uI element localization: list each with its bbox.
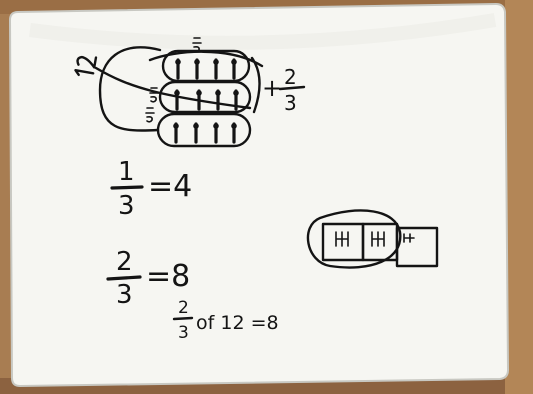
eq2-numerator: 2 bbox=[116, 247, 133, 277]
eq1-numerator: 1 bbox=[118, 157, 135, 187]
equation-two-thirds-of-twelve: 2 3 of 12 =8 bbox=[172, 298, 279, 343]
connector-line bbox=[94, 66, 252, 110]
result-plus: + bbox=[262, 74, 282, 102]
bar-part-3-marks bbox=[403, 233, 415, 243]
whole-label bbox=[74, 55, 98, 77]
bar-part-1-marks bbox=[335, 231, 349, 247]
table-right-edge bbox=[505, 0, 533, 394]
result-numerator: 2 bbox=[284, 65, 297, 89]
eq2-fraction-bar bbox=[106, 275, 142, 281]
third-label-top bbox=[192, 37, 202, 53]
third-label-bottom bbox=[145, 107, 155, 123]
eq3-result: of 12 =8 bbox=[196, 312, 279, 334]
eq1-result: =4 bbox=[148, 169, 192, 204]
eq2-denominator: 3 bbox=[116, 280, 133, 310]
two-thirds-circle bbox=[306, 209, 402, 269]
whole-loop bbox=[98, 46, 162, 132]
whiteboard bbox=[8, 2, 510, 388]
eq3-fraction-bar bbox=[172, 316, 194, 321]
board-glare bbox=[29, 13, 497, 50]
eq2-result: =8 bbox=[146, 259, 190, 294]
group-oval-2 bbox=[158, 80, 252, 114]
third-label-middle bbox=[149, 87, 159, 103]
two-group-bracket bbox=[250, 56, 261, 114]
result-denominator: 3 bbox=[284, 91, 297, 115]
eq1-denominator: 3 bbox=[118, 191, 135, 221]
eq3-numerator: 2 bbox=[178, 298, 189, 318]
connector-arc bbox=[148, 50, 264, 68]
equation-one-third: 1 3 =4 bbox=[110, 157, 192, 221]
equation-two-thirds: 2 3 =8 bbox=[106, 247, 190, 310]
eq3-denominator: 3 bbox=[178, 323, 189, 343]
eq1-fraction-bar bbox=[110, 185, 144, 190]
grouping-diagram: + 2 3 bbox=[74, 37, 306, 148]
bar-part-2-marks bbox=[371, 231, 385, 247]
result-fraction-bar bbox=[278, 85, 306, 91]
bar-model bbox=[306, 209, 439, 269]
